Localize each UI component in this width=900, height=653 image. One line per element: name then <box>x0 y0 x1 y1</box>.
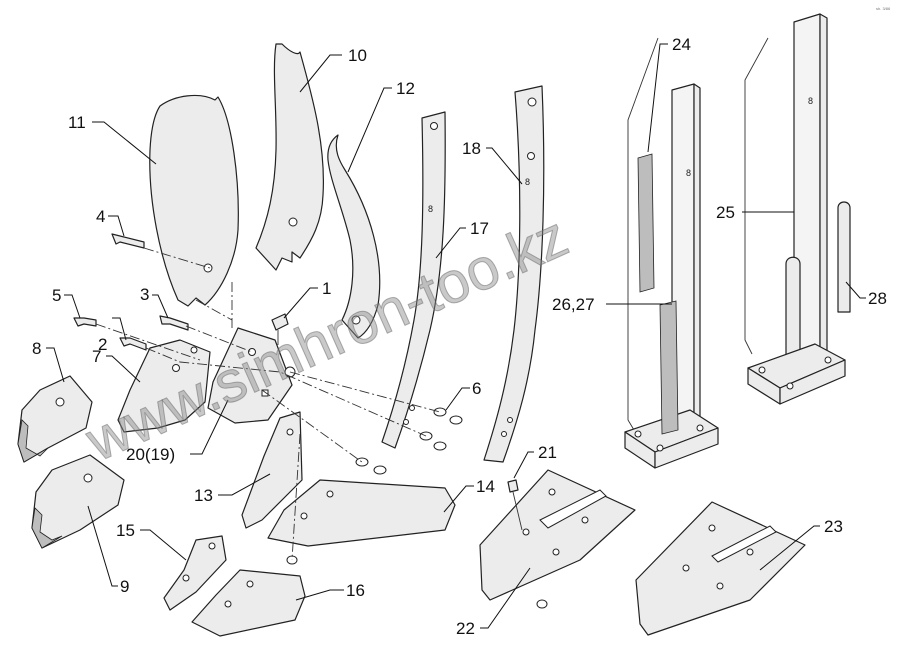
callout-26-27: 26,27 <box>552 295 595 314</box>
part-16-small-share <box>191 569 306 637</box>
part-17-strut: 8 <box>381 111 446 449</box>
callout-25: 25 <box>716 203 735 222</box>
part-24-toothed-strip <box>637 153 679 435</box>
callout-23: 23 <box>824 517 843 536</box>
part-18-long-strut: 8 <box>483 85 545 463</box>
callout-17: 17 <box>470 219 489 238</box>
callout-3: 3 <box>140 285 149 304</box>
part-15-small-wing <box>163 535 227 611</box>
part-11-moldboard <box>149 94 239 307</box>
part-22-flat-plate <box>479 469 636 601</box>
callout-9: 9 <box>120 577 129 596</box>
callout-24: 24 <box>672 35 691 54</box>
part-9-serrated-share <box>31 454 125 549</box>
callout-11: 11 <box>68 113 86 132</box>
callout-13: 13 <box>194 486 213 505</box>
callout-12: 12 <box>396 79 415 98</box>
callout-2: 2 <box>98 335 107 354</box>
callout-21: 21 <box>538 443 557 462</box>
svg-text:8: 8 <box>428 204 433 214</box>
callout-16: 16 <box>346 581 365 600</box>
svg-text:8: 8 <box>808 96 813 106</box>
callout-7: 7 <box>92 347 101 366</box>
part-14-wing-share <box>267 479 456 547</box>
part-25-post-assembly: 8 <box>744 13 851 405</box>
callout-5: 5 <box>52 286 61 305</box>
callout-labels: 1 2 3 4 5 6 7 8 9 10 11 12 13 14 15 16 1… <box>32 35 887 638</box>
part-12-curved-strip <box>327 134 381 339</box>
assembly-lines <box>95 247 441 561</box>
callout-14: 14 <box>476 477 495 496</box>
callout-28: 28 <box>868 289 887 308</box>
callout-8: 8 <box>32 339 41 358</box>
bolt-21 <box>507 479 523 531</box>
callout-15: 15 <box>116 521 135 540</box>
bolt-2 <box>119 337 147 351</box>
callout-20-19: 20(19) <box>126 445 175 464</box>
part-26-27-post-assembly: 8 <box>624 37 719 469</box>
nuts-6 <box>355 407 463 475</box>
svg-text:8: 8 <box>686 168 691 178</box>
bolt-5 <box>73 317 97 327</box>
nut-22 <box>536 599 548 609</box>
callout-6: 6 <box>472 379 481 398</box>
callout-4: 4 <box>96 207 105 226</box>
corner-mark: sh. 3/86 <box>876 6 891 11</box>
svg-text:8: 8 <box>525 177 530 187</box>
leader-lines <box>46 43 866 629</box>
callout-22: 22 <box>456 619 475 638</box>
bolt-3 <box>159 315 189 331</box>
callout-1: 1 <box>322 279 331 298</box>
bolt-4 <box>111 233 145 249</box>
part-13-wing <box>241 411 303 529</box>
callout-10: 10 <box>348 46 367 65</box>
part-23-flat-plate <box>635 501 806 636</box>
part-8-serrated-share <box>17 375 93 463</box>
callout-18: 18 <box>462 139 481 158</box>
part-10-shin-plate <box>255 43 324 271</box>
